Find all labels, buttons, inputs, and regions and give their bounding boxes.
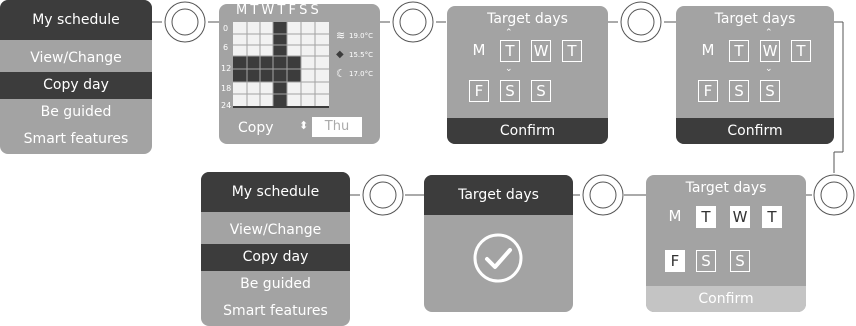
day-monday[interactable]: M <box>472 41 486 59</box>
panel-title: Target days <box>424 175 573 215</box>
menu-item-view-change[interactable]: View/Change <box>30 50 122 66</box>
connector-4 <box>812 173 856 217</box>
temp-eco: 15.5°C <box>349 51 373 59</box>
day-sunday[interactable]: S <box>760 80 780 102</box>
menu-item-be-guided[interactable]: Be guided <box>240 276 311 292</box>
panel-title: Target days <box>714 11 796 27</box>
temp-night: 17.0°C <box>349 70 373 78</box>
day-thursday[interactable]: T <box>791 40 811 62</box>
schedule-menu-panel-1: My schedule View/Change Copy day Be guid… <box>0 0 152 154</box>
hour-label: 0 <box>223 24 229 33</box>
hour-label: 18 <box>221 84 232 93</box>
hour-label: 24 <box>221 101 232 110</box>
copy-label: Copy <box>238 120 274 136</box>
target-days-panel-2: Target days M T ⌃ W ⌄ T F S S Confirm <box>676 6 834 144</box>
check-icon <box>472 232 524 284</box>
panel-title: Target days <box>685 180 767 196</box>
heat-icon: ≋ <box>336 29 346 42</box>
connector-5 <box>581 173 625 217</box>
menu-item-be-guided[interactable]: Be guided <box>40 104 112 120</box>
temp-comfort: 19.0°C <box>349 32 373 40</box>
days-header: M T W T F S S <box>236 4 319 18</box>
target-days-done-panel: Target days <box>424 175 573 312</box>
connector-6 <box>361 173 405 217</box>
day-monday[interactable]: M <box>701 41 715 59</box>
confirm-button[interactable]: Confirm <box>676 118 834 144</box>
chevron-up-icon: ⌃ <box>765 28 773 38</box>
day-friday[interactable]: F <box>665 250 685 272</box>
chevron-up-icon: ⌃ <box>505 28 513 38</box>
day-sunday[interactable]: S <box>531 80 551 102</box>
day-saturday[interactable]: S <box>729 80 749 102</box>
day-saturday[interactable]: S <box>696 250 716 272</box>
day-tuesday[interactable]: T <box>500 40 520 62</box>
schedule-grid <box>233 22 329 108</box>
day-thursday[interactable]: T <box>762 206 782 228</box>
chevron-down-icon: ⌄ <box>765 64 773 74</box>
target-days-panel-1: Target days M ⌃ T ⌄ W T F S S Confirm <box>447 6 608 144</box>
hour-label: 6 <box>223 43 229 52</box>
panel-title: Target days <box>487 11 568 27</box>
confirm-button[interactable]: Confirm <box>646 286 806 312</box>
menu-item-view-change[interactable]: View/Change <box>229 222 322 238</box>
leaf-icon: ◆ <box>336 49 344 60</box>
connector-1 <box>163 0 207 44</box>
schedule-menu-panel-2: My schedule View/Change Copy day Be guid… <box>201 172 350 326</box>
day-friday[interactable]: F <box>698 80 718 102</box>
menu-header: My schedule <box>201 172 350 212</box>
day-wednesday[interactable]: W <box>531 40 551 62</box>
target-days-panel-3: Target days M T W T F S S Confirm <box>646 175 806 312</box>
day-tuesday[interactable]: T <box>696 206 716 228</box>
day-saturday[interactable]: S <box>500 80 520 102</box>
menu-item-smart-features[interactable]: Smart features <box>223 303 328 319</box>
day-monday[interactable]: M <box>668 207 682 225</box>
day-tuesday[interactable]: T <box>729 40 749 62</box>
schedule-grid-panel: M T W T F S S 0 6 12 18 24 ≋ 19.0°C ◆ 15… <box>219 4 380 144</box>
day-wednesday[interactable]: W <box>730 206 750 228</box>
hour-label: 12 <box>221 64 232 73</box>
day-sunday[interactable]: S <box>730 250 750 272</box>
moon-icon: ☾ <box>336 67 346 80</box>
confirm-button[interactable]: Confirm <box>447 118 608 144</box>
day-thursday[interactable]: T <box>562 40 582 62</box>
connector-3 <box>619 0 663 44</box>
connector-2 <box>391 0 435 44</box>
menu-header: My schedule <box>0 0 152 40</box>
selected-day-field[interactable]: Thu <box>312 117 362 137</box>
up-down-icon[interactable]: ⬍ <box>299 119 309 132</box>
menu-item-copy-day[interactable]: Copy day <box>201 244 350 271</box>
day-friday[interactable]: F <box>469 80 489 102</box>
day-wednesday[interactable]: W <box>760 40 780 62</box>
menu-item-copy-day[interactable]: Copy day <box>0 72 152 99</box>
chevron-down-icon: ⌄ <box>505 64 513 74</box>
menu-item-smart-features[interactable]: Smart features <box>23 131 129 147</box>
